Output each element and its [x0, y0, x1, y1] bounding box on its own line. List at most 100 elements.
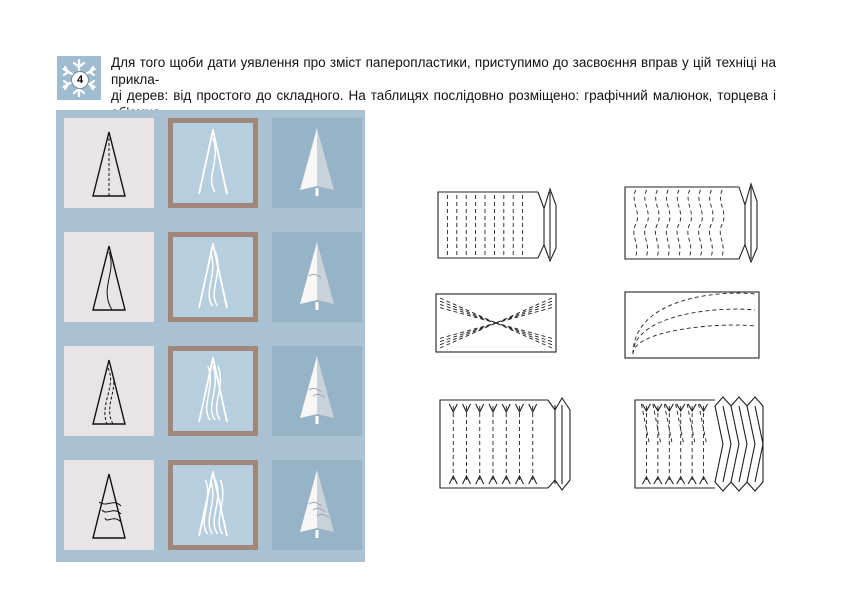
tree-examples-panel [56, 110, 365, 562]
wavy-fold-line [676, 189, 682, 257]
accordion-bottom-edge [714, 481, 764, 492]
rect-outline [624, 291, 760, 359]
fold-line [439, 322, 497, 349]
relief-fold [210, 137, 217, 193]
fold-line [495, 322, 553, 343]
strip-outline [634, 399, 715, 489]
wavy-line [101, 509, 122, 515]
fold-arrow [687, 403, 697, 413]
accordion-strip-diamond [634, 396, 764, 492]
diamond-crease [730, 443, 740, 483]
relief-fold [208, 251, 214, 307]
relief-fold [215, 365, 222, 421]
fold-line [439, 300, 497, 324]
diamond-crease [722, 443, 732, 483]
strip-accordion-end [537, 187, 557, 263]
fold-arrow [641, 475, 651, 485]
tree-outline [92, 359, 126, 425]
relief-card [173, 237, 253, 317]
fold-arrow [664, 403, 674, 413]
volumetric-plastic-cell [272, 118, 362, 208]
fold-arrow [653, 403, 663, 413]
relief-edge [198, 357, 228, 423]
diamond-crease [730, 405, 740, 445]
volumetric-plastic-cell [272, 232, 362, 322]
fold-arrow [488, 403, 498, 414]
relief-edge [198, 471, 228, 537]
fold-line [109, 371, 115, 425]
diamond-crease [754, 443, 764, 483]
wavy-fold-line [698, 189, 703, 257]
fold-line [439, 322, 497, 346]
wavy-fold-line [633, 189, 638, 257]
volume-crease [316, 513, 330, 519]
tree-light-face [300, 128, 317, 190]
volume-crease [308, 273, 322, 279]
graphic-drawing-cell [64, 118, 154, 208]
tree-light-face [300, 242, 317, 304]
tree-shadow-face [317, 470, 334, 532]
fold-line [495, 322, 553, 346]
fold-line [439, 303, 497, 324]
fold-arrow [462, 403, 471, 414]
fold-arrow [448, 474, 458, 485]
fold-line [495, 307, 553, 324]
relief-card [173, 123, 253, 203]
drawing-card [64, 346, 154, 436]
volume-crease [312, 393, 326, 399]
arc-fold-rectangle [624, 291, 760, 359]
cross-fold-rectangle [435, 293, 557, 353]
tree-shadow-face [317, 242, 334, 304]
relief-plastic-cell [168, 346, 258, 436]
diamond-crease [714, 443, 724, 483]
accordion-end [547, 396, 571, 491]
arc-fold-line [632, 308, 756, 355]
relief-plastic-cell [168, 118, 258, 208]
fold-arrow [501, 403, 511, 414]
relief-fold [210, 365, 217, 421]
fold-line [495, 322, 553, 349]
rect-outline [435, 293, 557, 353]
graphic-drawing-cell [64, 460, 154, 550]
diamond-crease [714, 405, 724, 445]
fold-line [104, 367, 112, 425]
volumetric-plastic-cell [272, 460, 362, 550]
diamond-crease [746, 405, 756, 445]
exercise-badge: 4 [57, 56, 101, 100]
relief-fold [203, 479, 209, 535]
relief-plastic-cell [168, 232, 258, 322]
strip-outline [624, 186, 739, 260]
volume-crease [308, 501, 322, 507]
fold-line [106, 251, 113, 311]
arc-fold-line [632, 292, 756, 355]
fold-arrow [699, 475, 709, 485]
graphic-drawing-cell [64, 346, 154, 436]
fold-arrow [515, 403, 524, 414]
fold-line [495, 300, 553, 324]
fold-arrow [699, 403, 709, 413]
fold-arrow [687, 475, 697, 485]
fold-line [439, 297, 497, 324]
fold-line [495, 303, 553, 324]
relief-fold [218, 479, 224, 535]
strip-outline [437, 191, 538, 259]
tree-trunk [315, 302, 319, 310]
straight-fold-strip [437, 187, 557, 263]
wavy-fold-line [654, 189, 660, 257]
wavy-line [98, 501, 122, 507]
relief-fold [205, 365, 212, 421]
fold-arrow [488, 474, 498, 485]
volume-crease [308, 387, 322, 393]
fold-arrow [501, 474, 511, 485]
fold-arrow [475, 403, 485, 414]
drawing-card [64, 460, 154, 550]
fold-arrow [475, 474, 485, 485]
tree-light-face [300, 470, 317, 532]
tree-shadow-face [317, 356, 334, 418]
wavy-fold-strip [624, 182, 758, 264]
relief-edge [198, 243, 228, 309]
tree-trunk [315, 188, 319, 196]
relief-card [173, 465, 253, 545]
fold-arrow [676, 475, 686, 485]
relief-fold [208, 479, 214, 535]
